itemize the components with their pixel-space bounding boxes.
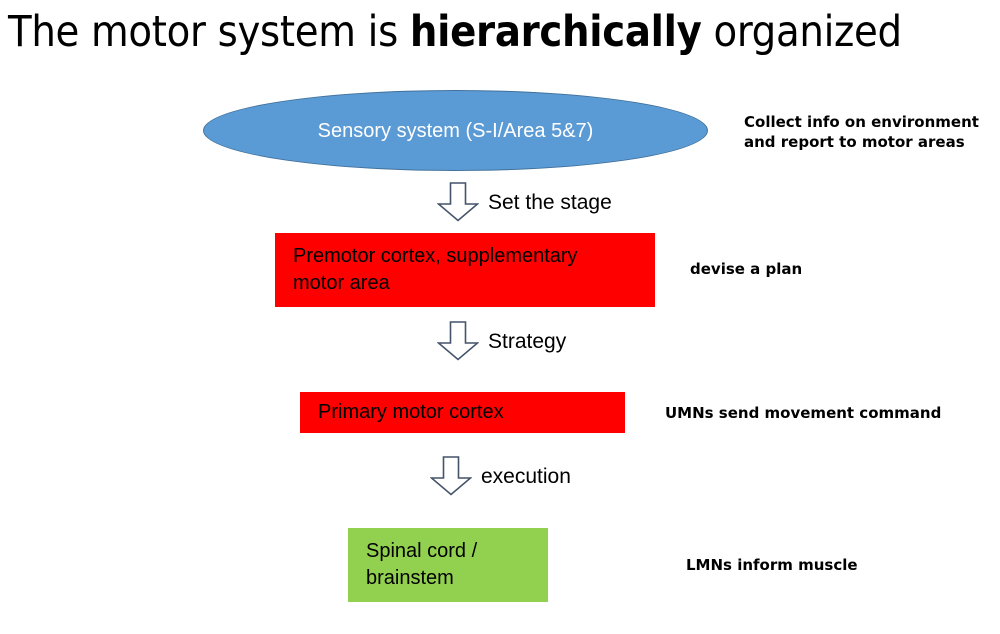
node-primary-motor-cortex[interactable]: Primary motor cortex <box>300 392 625 433</box>
flow-arrow-strategy: Strategy <box>437 321 566 361</box>
node-sensory-system-label: Sensory system (S-I/Area 5&7) <box>317 119 594 142</box>
page-title: The motor system is hierarchically organ… <box>8 6 992 58</box>
flow-arrow-caption-execution: execution <box>481 464 571 488</box>
node-premotor-cortex[interactable]: Premotor cortex, supplementary motor are… <box>275 233 655 307</box>
flow-arrow-caption-set-the-stage: Set the stage <box>488 190 612 214</box>
down-block-arrow-icon <box>430 456 472 496</box>
page-title-emphasis: hierarchically <box>409 7 702 57</box>
annotation-premotor-cortex: devise a plan <box>690 260 803 278</box>
node-primary-motor-cortex-label: Primary motor cortex <box>318 401 504 423</box>
flow-arrow-set-the-stage: Set the stage <box>437 182 612 222</box>
flow-arrow-execution: execution <box>430 456 571 496</box>
node-premotor-cortex-label: Premotor cortex, supplementary motor are… <box>293 245 578 294</box>
node-sensory-system[interactable]: Sensory system (S-I/Area 5&7) <box>203 90 708 171</box>
annotation-primary-motor-cortex: UMNs send movement command <box>665 404 942 422</box>
down-block-arrow-icon <box>437 182 479 222</box>
node-spinal-cord-brainstem-label: Spinal cord / brainstem <box>366 540 478 589</box>
flow-arrow-caption-strategy: Strategy <box>488 329 567 353</box>
page-title-suffix: organized <box>701 7 902 57</box>
node-spinal-cord-brainstem[interactable]: Spinal cord / brainstem <box>348 528 548 602</box>
annotation-sensory-system: Collect info on environment and report t… <box>744 113 979 151</box>
down-block-arrow-icon <box>437 321 479 361</box>
annotation-spinal-cord-brainstem: LMNs inform muscle <box>686 556 858 574</box>
page-title-prefix: The motor system is <box>8 7 410 57</box>
